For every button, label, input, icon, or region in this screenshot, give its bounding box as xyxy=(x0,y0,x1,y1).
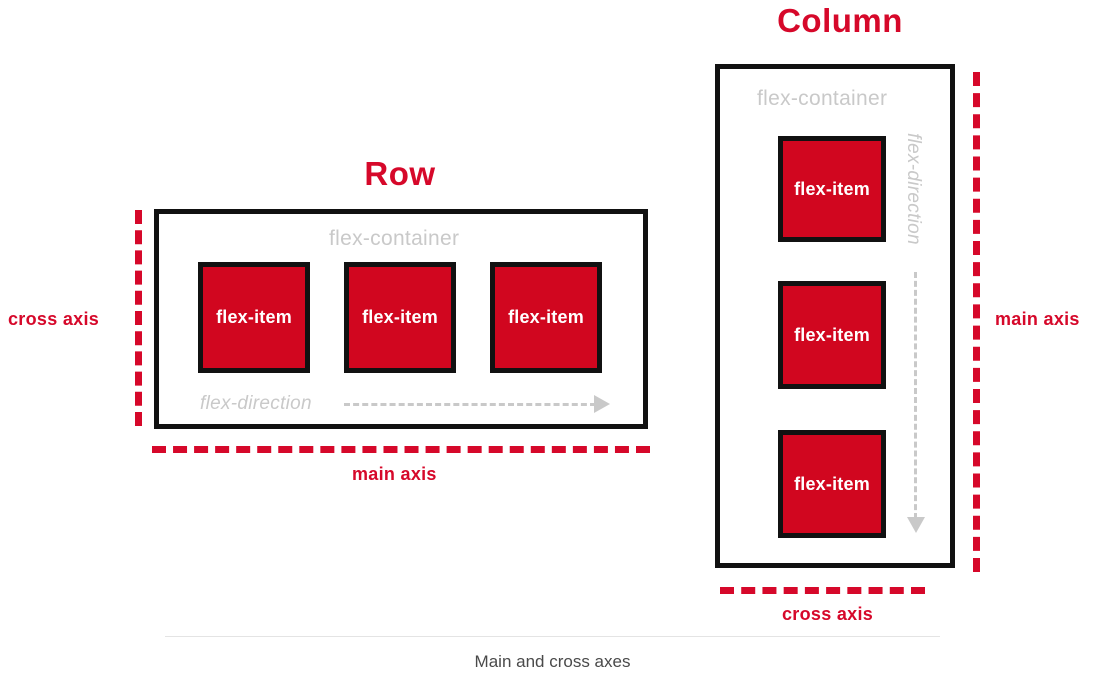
row-section-title: Row xyxy=(364,155,436,192)
row-cross-axis-line xyxy=(135,210,142,426)
column-section-title: Column xyxy=(777,2,903,39)
row-cross-axis-label: cross axis xyxy=(8,309,100,329)
column-cross-axis-line xyxy=(720,587,925,594)
column-flex-direction-arrow-line xyxy=(914,272,917,519)
footer-divider xyxy=(165,636,940,637)
row-main-axis-label: main axis xyxy=(352,464,437,484)
figure-caption: Main and cross axes xyxy=(474,652,631,671)
row-flex-item-2: flex-item xyxy=(344,262,456,373)
column-flex-item-1: flex-item xyxy=(778,136,886,242)
row-flex-direction-arrow-line xyxy=(344,403,596,406)
column-flex-item-2: flex-item xyxy=(778,281,886,389)
row-flex-item-3: flex-item xyxy=(490,262,602,373)
column-cross-axis-label: cross axis xyxy=(782,604,874,624)
row-flex-item-1: flex-item xyxy=(198,262,310,373)
row-flex-container-label: flex-container xyxy=(329,227,460,250)
column-main-axis-line xyxy=(973,72,980,572)
column-flex-direction-arrow-head xyxy=(907,517,925,533)
column-flex-container-label: flex-container xyxy=(757,87,888,110)
column-flex-item-3: flex-item xyxy=(778,430,886,538)
row-main-axis-line xyxy=(152,446,650,453)
row-flex-direction-arrow-head xyxy=(594,395,610,413)
column-main-axis-label: main axis xyxy=(995,309,1080,329)
row-flex-direction-label: flex-direction xyxy=(200,393,312,414)
column-flex-direction-label: flex-direction xyxy=(903,133,924,245)
